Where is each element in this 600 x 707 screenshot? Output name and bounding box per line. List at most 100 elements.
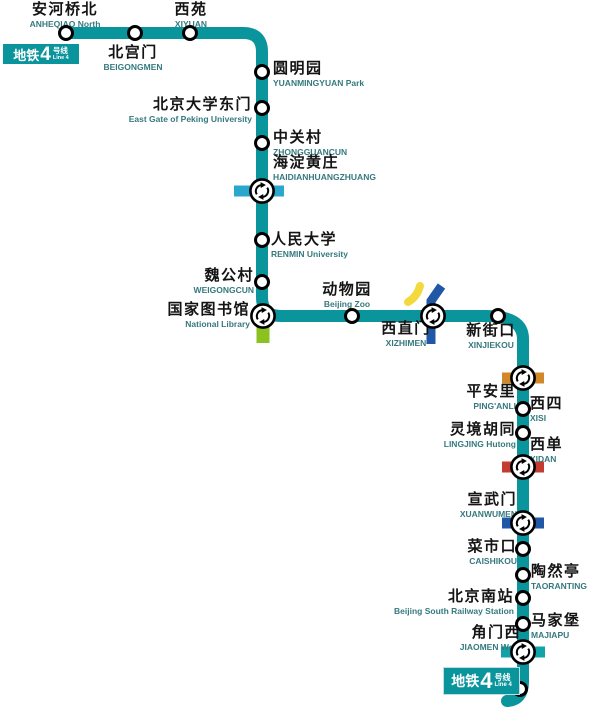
station-dot-xiyuan xyxy=(182,25,198,41)
line2-xizhimen-segment xyxy=(426,283,446,344)
station-dot-anheqiao-north xyxy=(58,25,74,41)
transfer-icon-xizhimen xyxy=(420,303,447,330)
transfer-icon-glyph xyxy=(249,178,275,204)
station-name-en: JIAOMEN West xyxy=(459,642,521,652)
station-name-zh: 圆明园 xyxy=(273,60,323,77)
station-name-zh: 北京大学东门 xyxy=(152,96,252,113)
badge-prefix: 地铁 xyxy=(13,47,40,63)
station-name-en: XINJIEKOU xyxy=(468,340,514,350)
station-dot-xisi xyxy=(515,401,531,417)
station-name-zh: 菜市口 xyxy=(467,538,517,555)
station-name-en: XIDAN xyxy=(530,454,557,464)
station-name-zh: 动物园 xyxy=(322,281,372,298)
station-name-en: CAISHIKOU xyxy=(469,556,517,566)
station-dot-pku-east-gate xyxy=(254,100,270,116)
station-name-en: YUANMINGYUAN Park xyxy=(273,78,365,88)
station-name-zh: 西苑 xyxy=(174,1,208,18)
station-name-en: PING'ANLI xyxy=(473,401,516,411)
station-name-en: East Gate of Peking University xyxy=(128,114,252,124)
station-dot-xinjiekou xyxy=(490,308,506,324)
station-name-en: Beijing Zoo xyxy=(323,299,371,309)
station-name-en: MAJIAPU xyxy=(531,630,570,640)
transfer-icon-glyph xyxy=(510,454,536,480)
station-dot-taoranting xyxy=(515,567,531,583)
station-name-en: BEIGONGMEN xyxy=(103,62,163,72)
station-dot-beijing-south xyxy=(515,590,531,606)
badge-suffix-en: Line 4 xyxy=(52,55,69,61)
station-name-zh: 平安里 xyxy=(466,383,516,400)
badge-suffix-zh: 号线 xyxy=(52,46,68,55)
transfer-icon-glyph xyxy=(510,365,536,391)
station-dot-lingjing-hutong xyxy=(515,425,531,441)
station-name-zh: 灵境胡同 xyxy=(449,421,516,438)
station-dot-beijing-zoo xyxy=(344,308,360,324)
badge-suffix-zh: 号线 xyxy=(494,673,511,682)
badge-suffix-en: Line 4 xyxy=(494,682,512,688)
badge-line-number: 4 xyxy=(40,43,51,65)
station-name-zh: 西四 xyxy=(530,395,564,412)
station-name-en: RENMIN University xyxy=(271,249,348,259)
station-name-zh: 中关村 xyxy=(273,129,323,146)
transfer-icon-glyph xyxy=(250,303,276,329)
station-name-zh: 北京南站 xyxy=(447,588,514,605)
station-dot-majiapu xyxy=(515,616,531,632)
transfer-icon-glyph xyxy=(420,303,446,329)
station-name-en: XIYUAN xyxy=(174,19,208,29)
station-name-zh: 马家堡 xyxy=(531,612,581,629)
station-name-zh: 国家图书馆 xyxy=(167,301,250,318)
station-name-zh: 海淀黄庄 xyxy=(273,154,340,171)
transfer-icon-haidianhuangzhuang xyxy=(249,178,276,205)
transfer-icon-pinganli xyxy=(510,365,537,392)
station-name-en: XUANWUMEN xyxy=(459,509,517,519)
station-name-zh: 新街口 xyxy=(466,322,516,339)
station-name-zh: 陶然亭 xyxy=(531,563,581,580)
station-name-en: WEIGONGCUN xyxy=(193,285,254,295)
station-name-zh: 安河桥北 xyxy=(31,1,98,18)
station-dot-renmin-university xyxy=(254,232,270,248)
station-dot-beigongmen xyxy=(127,25,143,41)
station-name-en: XIZHIMEN xyxy=(385,338,427,348)
transfer-icon-national-library xyxy=(250,303,277,330)
station-name-zh: 西单 xyxy=(530,436,564,453)
station-name-en: ZHONGGUANCUN xyxy=(273,147,348,157)
station-name-en: National Library xyxy=(185,319,250,329)
station-name-zh: 北宫门 xyxy=(108,44,158,61)
station-dot-yuanmingyuan xyxy=(254,64,270,80)
station-name-zh: 角门西 xyxy=(471,624,521,641)
station-name-en: LINGJING Hutong xyxy=(443,439,516,449)
station-dot-caishikou xyxy=(515,541,531,557)
transfer-icon-glyph xyxy=(510,510,536,536)
station-dot-zhongguancun xyxy=(254,135,270,151)
station-name-en: TAORANTING xyxy=(531,581,588,591)
transfer-icon-glyph xyxy=(510,639,536,665)
transfer-icon-jiaomen-west xyxy=(510,639,537,666)
station-name-en: XISI xyxy=(530,413,547,423)
station-name-en: HAIDIANHUANGZHUANG xyxy=(273,172,376,182)
transfer-icon-xidan xyxy=(510,454,537,481)
station-name-zh: 宣武门 xyxy=(467,491,517,508)
transfer-icon-xuanwumen xyxy=(510,510,537,537)
station-name-zh: 魏公村 xyxy=(204,267,254,284)
badge-prefix: 地铁 xyxy=(451,673,480,689)
